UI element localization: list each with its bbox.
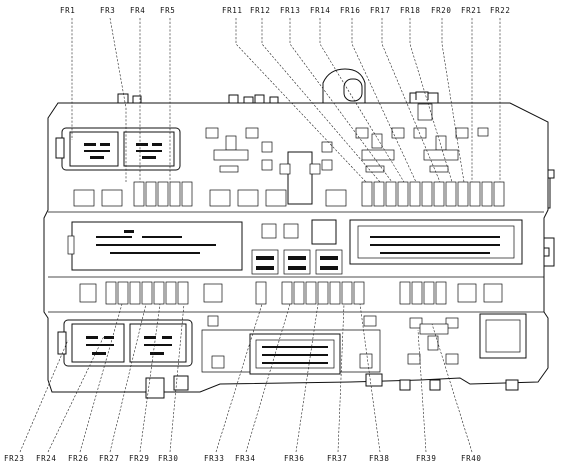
label-fr13: FR13 (280, 6, 300, 15)
middle-connector-right (349, 219, 523, 265)
label-fr20: FR20 (431, 6, 451, 15)
label-fr36: FR36 (284, 454, 304, 463)
label-fr16: FR16 (340, 6, 360, 15)
label-fr22: FR22 (490, 6, 510, 15)
top-labels: FR1 FR3 FR4 FR5 FR11 FR12 FR13 FR14 FR16… (60, 6, 510, 15)
label-fr3: FR3 (100, 6, 115, 15)
middle-center-block (251, 219, 343, 275)
upper-relay-area (205, 103, 489, 205)
label-fr18: FR18 (400, 6, 420, 15)
label-fr39: FR39 (416, 454, 436, 463)
middle-connector-left (67, 221, 243, 271)
label-fr14: FR14 (310, 6, 330, 15)
label-fr37: FR37 (327, 454, 347, 463)
label-fr27: FR27 (99, 454, 119, 463)
bottom-center-block (201, 315, 381, 375)
label-fr24: FR24 (36, 454, 56, 463)
label-fr11: FR11 (222, 6, 242, 15)
label-fr38: FR38 (369, 454, 389, 463)
label-fr40: FR40 (461, 454, 481, 463)
label-fr12: FR12 (250, 6, 270, 15)
bottom-labels: FR23 FR24 FR26 FR27 FR29 FR30 FR33 FR34 … (4, 454, 481, 463)
label-fr29: FR29 (129, 454, 149, 463)
bottom-right-relays (407, 313, 527, 365)
label-fr30: FR30 (158, 454, 178, 463)
label-fr34: FR34 (235, 454, 255, 463)
label-fr23: FR23 (4, 454, 24, 463)
leader-lines (19, 17, 501, 453)
label-fr26: FR26 (68, 454, 88, 463)
connector-fr23 (57, 319, 193, 367)
label-fr17: FR17 (370, 6, 390, 15)
label-fr4: FR4 (130, 6, 145, 15)
lower-fuse-row (79, 281, 503, 305)
label-fr33: FR33 (204, 454, 224, 463)
label-fr5: FR5 (160, 6, 175, 15)
connector-fr1 (55, 127, 181, 171)
label-fr21: FR21 (461, 6, 481, 15)
label-fr1: FR1 (60, 6, 75, 15)
upper-fuse-row (73, 181, 505, 207)
